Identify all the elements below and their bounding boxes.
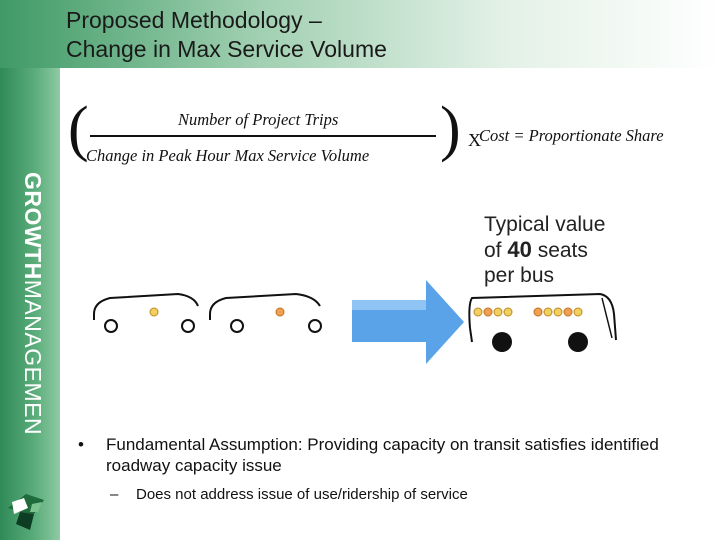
sub-bullet-marker: – [110,486,119,503]
brand-bold-text: GROWTH [20,172,46,280]
callout-line-1: Typical value [484,213,606,236]
title-line-2: Change in Max Service Volume [66,36,387,62]
callout-seat-count: 40 [507,237,532,262]
callout-suffix: seats [537,239,588,262]
bus-icon [468,292,617,352]
florida-logo-icon [8,494,44,530]
slide-title: Proposed Methodology – Change in Max Ser… [66,6,387,64]
growth-management-brand: GROWTHMANAGEMEN [12,172,46,502]
proportionate-share-formula: ( Number of Project Trips Change in Peak… [68,98,708,178]
bullet-text: Fundamental Assumption: Providing capaci… [106,435,659,475]
bullet-marker: • [78,435,84,454]
arrow-icon [352,280,464,364]
fraction-bar [90,135,436,137]
callout-prefix: of [484,239,502,262]
multiply-sign: X [468,130,481,150]
bullet-item: • Fundamental Assumption: Providing capa… [78,434,708,476]
formula-denominator: Change in Peak Hour Max Service Volume [86,146,370,165]
sub-bullet-item: – Does not address issue of use/ridershi… [78,485,708,504]
brand-rest-text: MANAGEMEN [20,279,46,436]
right-paren: ) [440,95,461,163]
left-brand-band [0,68,60,540]
callout-line-3: per bus [484,264,555,287]
formula-result: Cost = Proportionate Share [479,126,664,145]
sub-bullet-text: Does not address issue of use/ridership … [136,486,468,503]
left-paren: ( [68,95,89,163]
formula-numerator: Number of Project Trips [178,110,339,129]
cars-to-bus-illustration [93,280,617,364]
header-band: Proposed Methodology – Change in Max Ser… [0,0,720,68]
typical-seats-callout: Typical value of 40 seats per bus [484,212,674,288]
title-line-1: Proposed Methodology – [66,7,322,33]
car-icon [93,292,199,333]
callout-line-2: of 40 seats [484,237,674,263]
bullet-list: • Fundamental Assumption: Providing capa… [78,434,708,504]
car-icon [209,292,322,333]
